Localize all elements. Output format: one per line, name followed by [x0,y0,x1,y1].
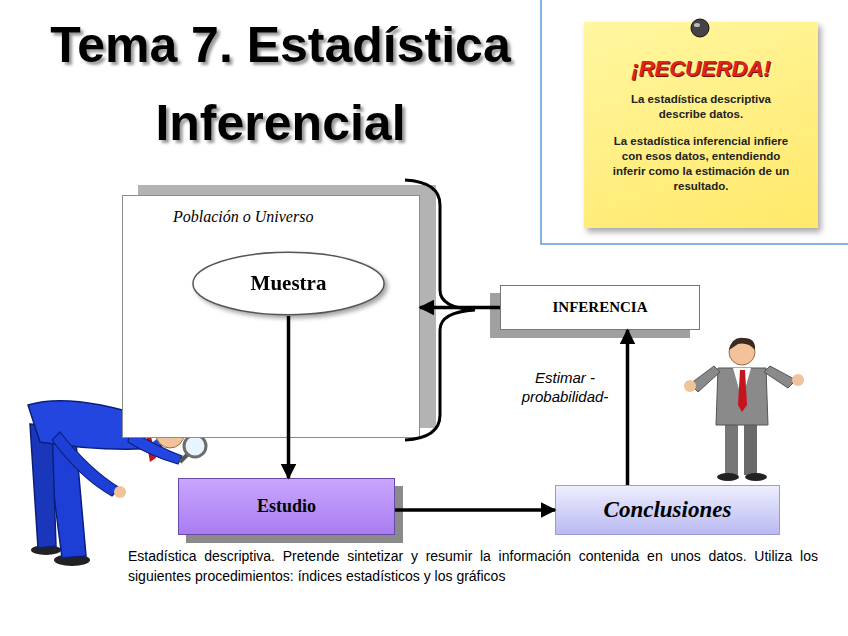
study-box: Estudio [178,478,395,535]
box-label: Muestra [251,271,327,296]
inference-box: INFERENCIA [500,285,700,330]
population-box: Población o UniversoMuestra [122,195,420,438]
presenter-figure [684,338,804,481]
sample-ellipse: Muestra [191,251,386,316]
note-heading: ¡RECUERDA! [598,56,804,82]
arrow-note: Estimar -probabilidad- [505,368,625,406]
box-label: INFERENCIA [552,299,647,316]
ellipse-shape [193,252,384,314]
note-frame [541,0,848,244]
box-label: Conclusiones [604,497,732,523]
connector-arrow [420,306,500,310]
brace [405,180,475,440]
connector-arrow [395,508,555,512]
connector-arrow [287,316,291,478]
note-body: La estadística inferencial infiere con e… [606,134,796,194]
caption-text: Estadística descriptiva. Pretende sintet… [128,546,818,586]
population-label: Población o Universo [173,208,313,226]
slide-title: Tema 7. Estadística Inferencial [8,6,553,162]
note-body: La estadística descriptiva describe dato… [606,92,796,122]
connector-arrow [626,330,630,485]
conclusions-box: Conclusiones [555,485,780,535]
sticky-note: ¡RECUERDA! La estadística descriptiva des… [584,22,818,228]
box-label: Estudio [257,496,316,517]
